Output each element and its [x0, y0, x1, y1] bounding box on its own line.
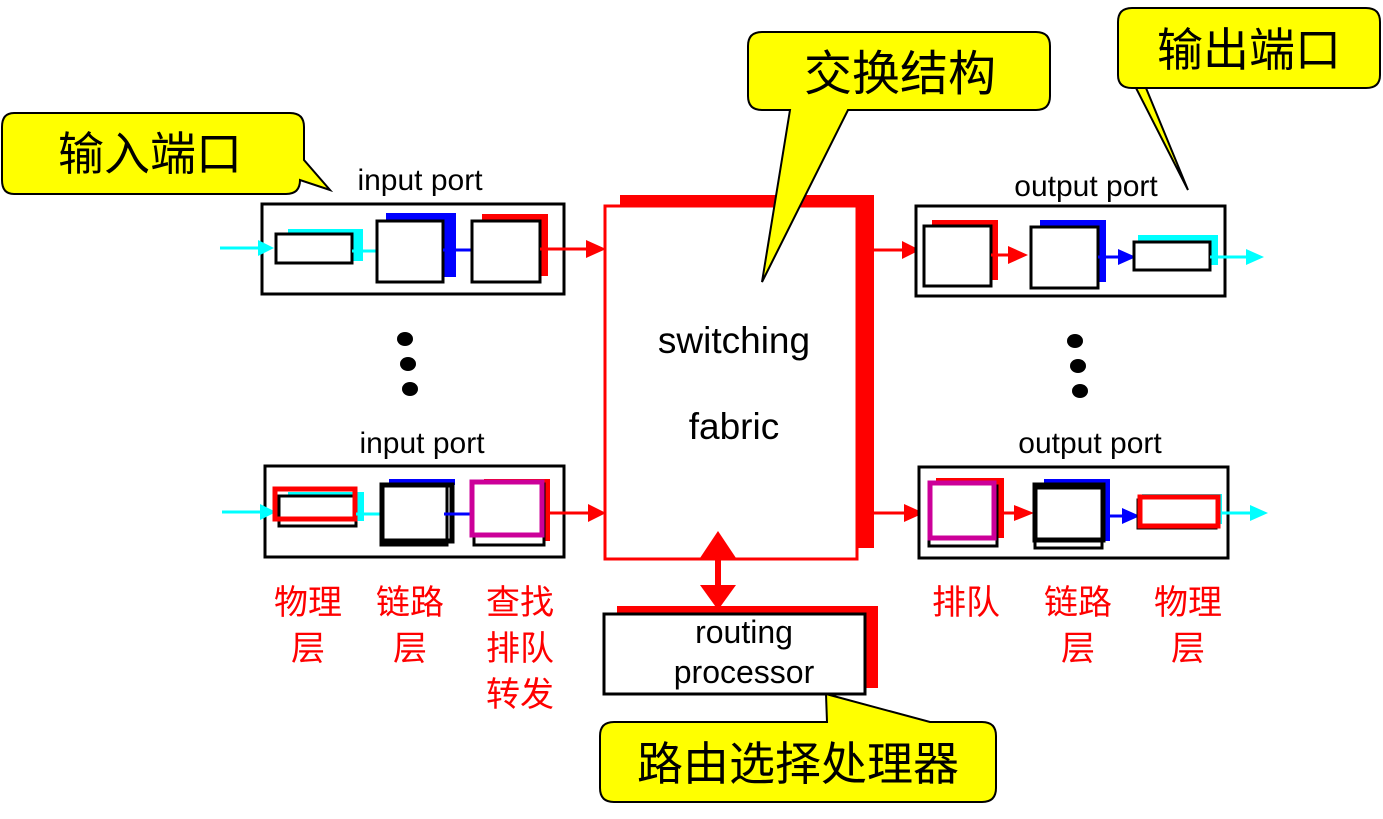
output-port-2: output port: [917, 427, 1268, 560]
arrow-head: [1014, 505, 1034, 521]
link-layer-highlight: [1032, 482, 1106, 543]
routing-processor: routing processor: [602, 606, 878, 696]
arrow-head-down: [700, 585, 736, 610]
link-layer-block: [375, 219, 445, 284]
dot: [1072, 384, 1088, 398]
dot: [400, 357, 416, 371]
callout-input-port: 输入端口: [1, 112, 334, 195]
dot: [1067, 334, 1083, 348]
arrow-head: [904, 504, 924, 522]
layer-label-physical-line2: 层: [1171, 629, 1205, 669]
input-port-label: input port: [357, 164, 483, 197]
input-port-label: input port: [359, 427, 485, 460]
layer-label-link-line1: 链路: [376, 583, 444, 623]
callout-switching-fabric: 交换结构: [747, 31, 1051, 283]
input-port-2: input port: [222, 427, 606, 559]
layer-label-network-line2: 排队: [486, 629, 554, 669]
arrow-head: [1250, 505, 1268, 521]
output-layer-labels: 排队 链路 层 物理 层: [932, 583, 1222, 669]
input-port-1: input port: [220, 164, 606, 296]
callout-text: 输出端口: [1157, 23, 1341, 77]
arrow-head: [258, 240, 274, 256]
switching-fabric-line2: fabric: [689, 406, 779, 447]
physical-layer-block: [274, 232, 354, 265]
ellipsis-right: [1067, 334, 1088, 398]
link-layer-block: [1029, 225, 1100, 290]
routing-processor-line2: processor: [674, 654, 815, 690]
dot: [1070, 359, 1086, 373]
control-arrow: [700, 531, 736, 610]
dot: [397, 332, 413, 346]
arrow-head-up: [700, 531, 736, 558]
arrow-head: [1118, 249, 1136, 265]
switching-fabric: switching fabric: [603, 195, 874, 561]
callout-text: 输入端口: [58, 127, 242, 181]
layer-label-physical-line2: 层: [291, 629, 325, 669]
queue-block: [922, 224, 993, 288]
arrow-head: [1008, 246, 1028, 264]
output-port-1: output port: [914, 170, 1264, 298]
arrow-head: [588, 504, 606, 522]
link-layer-block: [379, 482, 449, 547]
arrow-head: [1122, 508, 1140, 524]
physical-layer-highlight: [272, 486, 358, 522]
physical-layer-block: [1132, 240, 1212, 272]
layer-label-link-line2: 层: [393, 629, 427, 669]
layer-label-physical-line1: 物理: [274, 583, 342, 623]
output-port-label: output port: [1014, 170, 1158, 203]
dot: [402, 382, 418, 396]
layer-label-link-line1: 链路: [1044, 583, 1112, 623]
queue-highlight: [469, 479, 545, 538]
layer-label-network-line1: 查找: [486, 583, 554, 623]
link-layer-shadow: [389, 479, 455, 485]
layer-label-queue-line1: 排队: [932, 583, 1000, 623]
arrow-head: [586, 240, 606, 258]
routing-processor-line1: routing: [695, 614, 793, 650]
callout-text: 交换结构: [804, 46, 996, 102]
ellipsis-left: [397, 332, 418, 396]
input-layer-labels: 物理 层 链路 层 查找 排队 转发: [274, 583, 554, 715]
arrow-head: [902, 241, 920, 259]
callout-text: 路由选择处理器: [637, 737, 959, 791]
arrow-head: [1246, 249, 1264, 265]
layer-label-link-line2: 层: [1061, 629, 1095, 669]
switching-fabric-line1: switching: [658, 320, 810, 361]
output-port-label: output port: [1018, 427, 1162, 460]
arrow-head: [260, 504, 276, 520]
callout-output-port: 输出端口: [1117, 7, 1381, 191]
network-layer-block: [470, 219, 542, 284]
callout-bubble: [1, 112, 334, 195]
callout-bubble: [747, 31, 1051, 283]
layer-label-physical-line1: 物理: [1154, 583, 1222, 623]
physical-layer-highlight: [1137, 494, 1221, 529]
queue-highlight: [927, 480, 997, 541]
switching-fabric-box: [603, 204, 859, 561]
callout-bubble: [599, 692, 997, 803]
layer-label-network-line3: 转发: [486, 675, 554, 715]
callout-bubble: [1117, 7, 1381, 191]
callout-routing-processor: 路由选择处理器: [599, 692, 997, 803]
routing-processor-box: [602, 612, 867, 696]
